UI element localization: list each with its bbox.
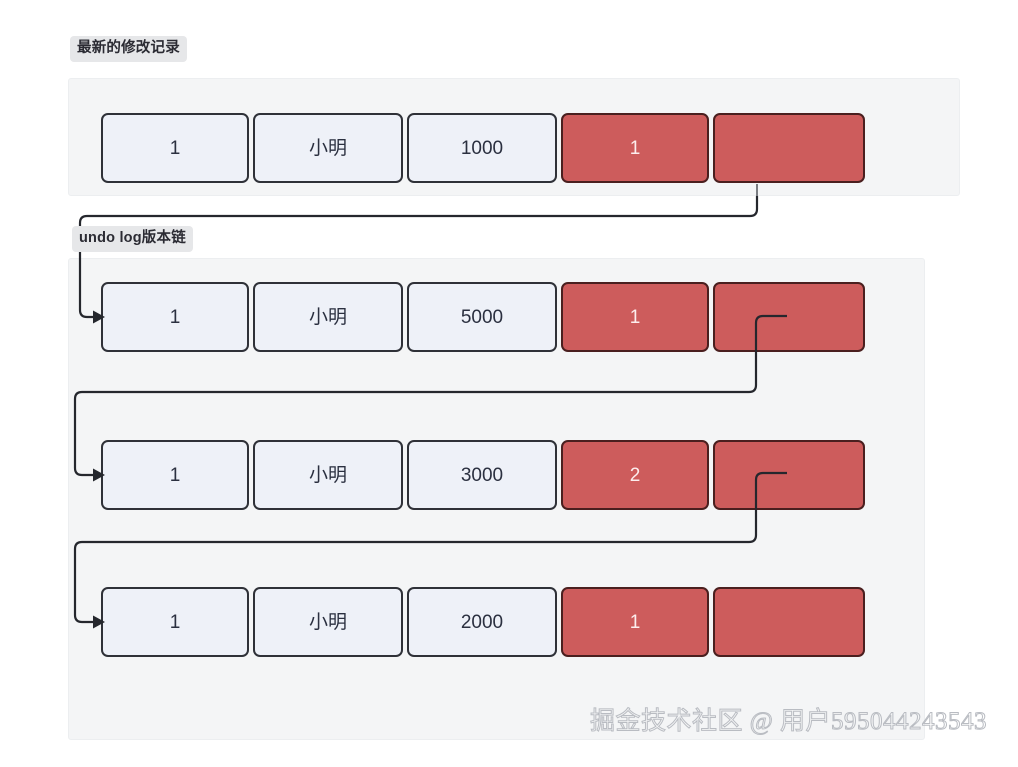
watermark-text: 掘金技术社区 @ 用户595044243543 bbox=[589, 708, 988, 735]
cell-trx-id: 1 bbox=[561, 113, 709, 183]
record-row-undo-2: 1 小明 3000 2 bbox=[101, 440, 865, 510]
cell-trx-id: 1 bbox=[561, 282, 709, 352]
cell-username: 小明 bbox=[253, 587, 403, 657]
cell-roll-pointer bbox=[713, 282, 865, 352]
record-row-undo-1: 1 小明 5000 1 bbox=[101, 282, 865, 352]
cell-roll-pointer bbox=[713, 587, 865, 657]
cell-balance: 5000 bbox=[407, 282, 557, 352]
cell-roll-pointer bbox=[713, 440, 865, 510]
cell-username: 小明 bbox=[253, 282, 403, 352]
cell-id: 1 bbox=[101, 587, 249, 657]
label-undo-log-chain: undo log版本链 bbox=[72, 226, 193, 252]
cell-id: 1 bbox=[101, 282, 249, 352]
cell-trx-id: 2 bbox=[561, 440, 709, 510]
record-row-undo-3: 1 小明 2000 1 bbox=[101, 587, 865, 657]
cell-id: 1 bbox=[101, 440, 249, 510]
cell-username: 小明 bbox=[253, 440, 403, 510]
cell-roll-pointer bbox=[713, 113, 865, 183]
cell-balance: 3000 bbox=[407, 440, 557, 510]
cell-id: 1 bbox=[101, 113, 249, 183]
cell-trx-id: 1 bbox=[561, 587, 709, 657]
cell-balance: 1000 bbox=[407, 113, 557, 183]
cell-balance: 2000 bbox=[407, 587, 557, 657]
record-row-latest: 1 小明 1000 1 bbox=[101, 113, 865, 183]
cell-username: 小明 bbox=[253, 113, 403, 183]
label-latest-record: 最新的修改记录 bbox=[70, 36, 187, 62]
